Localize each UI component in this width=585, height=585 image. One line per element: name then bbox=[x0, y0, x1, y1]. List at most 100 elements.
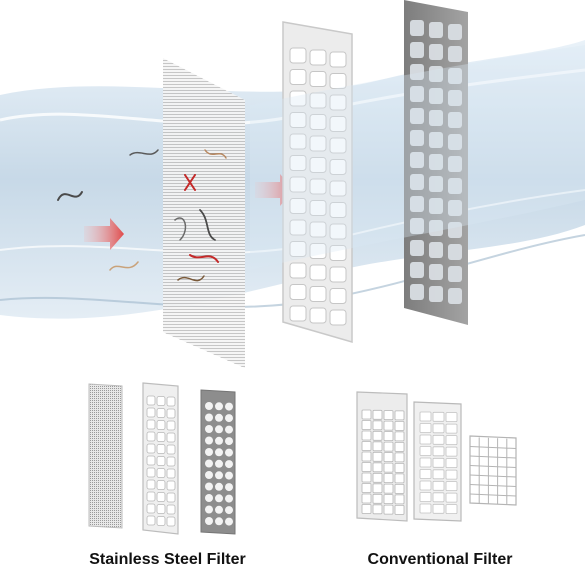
filter-hole bbox=[383, 431, 394, 442]
filter-hole bbox=[289, 90, 307, 107]
filter-hole bbox=[361, 441, 372, 451]
filter-hole bbox=[394, 483, 405, 494]
filter-hole bbox=[329, 137, 347, 154]
filter-hole bbox=[410, 240, 424, 256]
filter-hole bbox=[329, 159, 347, 175]
filter-hole bbox=[410, 86, 424, 102]
filter-hole bbox=[372, 409, 383, 420]
filter-hole bbox=[372, 462, 383, 473]
filter-hole bbox=[448, 178, 462, 194]
filter-hole bbox=[445, 423, 458, 434]
filter-hole bbox=[429, 220, 443, 236]
filter-hole bbox=[394, 462, 405, 473]
filter-hole bbox=[166, 444, 176, 455]
filter-hole bbox=[372, 441, 383, 452]
filter-hole bbox=[329, 309, 347, 326]
filter-hole bbox=[156, 492, 166, 502]
filter-hole bbox=[205, 505, 213, 514]
filter-hole bbox=[309, 71, 327, 87]
top-illustration bbox=[0, 0, 585, 368]
filter-hole bbox=[329, 180, 347, 197]
filter-hole bbox=[419, 480, 432, 491]
filter-hole bbox=[419, 446, 432, 456]
water-overlay bbox=[250, 45, 585, 270]
filter-hole bbox=[289, 47, 307, 64]
filter-hole bbox=[146, 515, 156, 526]
filter-hole bbox=[372, 483, 383, 494]
filter-hole bbox=[361, 430, 372, 441]
filter-hole bbox=[432, 434, 445, 445]
filter-hole bbox=[445, 504, 458, 515]
filter-hole bbox=[432, 480, 445, 491]
filter-hole bbox=[410, 20, 424, 36]
filter-hole bbox=[429, 88, 443, 104]
filter-hole bbox=[429, 264, 443, 280]
filter-hole bbox=[448, 266, 462, 282]
filter-hole bbox=[394, 410, 405, 421]
filter-hole bbox=[372, 493, 383, 504]
filter-hole bbox=[205, 413, 213, 422]
filter-hole bbox=[429, 110, 443, 126]
filter-hole bbox=[309, 286, 327, 302]
filter-hole bbox=[448, 288, 462, 304]
filter-hole bbox=[445, 435, 458, 446]
filter-hole bbox=[432, 469, 445, 480]
screen-line bbox=[469, 465, 517, 468]
filter-hole bbox=[361, 409, 372, 420]
filter-hole bbox=[394, 420, 405, 431]
filter-hole bbox=[432, 492, 445, 503]
filter-hole bbox=[329, 223, 347, 240]
filter-hole bbox=[432, 503, 445, 514]
stainless-filter-parts bbox=[88, 382, 236, 535]
filter-hole bbox=[205, 459, 213, 468]
filter-hole bbox=[448, 156, 462, 172]
filter-hole bbox=[225, 494, 233, 503]
filter-hole bbox=[205, 402, 213, 410]
filter-hole bbox=[309, 307, 327, 324]
filter-hole bbox=[166, 396, 176, 407]
filter-hole bbox=[410, 174, 424, 190]
filter-hole bbox=[410, 196, 424, 212]
dark-filter-frame bbox=[404, 0, 468, 325]
filter-hole bbox=[225, 460, 233, 469]
filter-hole bbox=[372, 451, 383, 462]
filter-hole bbox=[225, 448, 233, 457]
filter-hole bbox=[329, 266, 347, 283]
filter-hole bbox=[372, 472, 383, 483]
light-filter-frame bbox=[282, 21, 353, 343]
filter-hole bbox=[289, 305, 307, 322]
filter-hole bbox=[166, 420, 176, 431]
filter-hole bbox=[156, 444, 166, 454]
filter-hole bbox=[215, 494, 223, 503]
filter-hole bbox=[146, 443, 156, 454]
filter-hole bbox=[205, 482, 213, 491]
filter-hole bbox=[445, 492, 458, 503]
filter-hole bbox=[289, 284, 307, 300]
filter-hole bbox=[146, 491, 156, 502]
filter-hole bbox=[383, 483, 394, 494]
filter-hole bbox=[166, 480, 176, 491]
conventional-filter-parts bbox=[356, 391, 517, 522]
filter-hole bbox=[146, 479, 156, 490]
filter-hole bbox=[429, 66, 443, 82]
filter-hole bbox=[205, 517, 213, 525]
filter-hole bbox=[448, 46, 462, 62]
filter-hole bbox=[448, 200, 462, 216]
filter-hole bbox=[329, 94, 347, 111]
filter-hole bbox=[156, 504, 166, 514]
filter-hole bbox=[309, 200, 327, 216]
filter-hole bbox=[225, 425, 233, 434]
filter-hole bbox=[361, 462, 372, 472]
filter-hole bbox=[429, 132, 443, 148]
filter-hole bbox=[225, 517, 233, 526]
filter-hole bbox=[289, 133, 307, 150]
filter-hole bbox=[166, 456, 176, 467]
filter-hole bbox=[215, 459, 223, 468]
filter-hole bbox=[289, 241, 307, 257]
filter-hole bbox=[445, 469, 458, 480]
filter-hole bbox=[432, 446, 445, 457]
filter-hole bbox=[289, 155, 307, 171]
filter-hole bbox=[410, 64, 424, 80]
screen-line bbox=[469, 474, 517, 478]
filter-hole bbox=[289, 219, 307, 236]
